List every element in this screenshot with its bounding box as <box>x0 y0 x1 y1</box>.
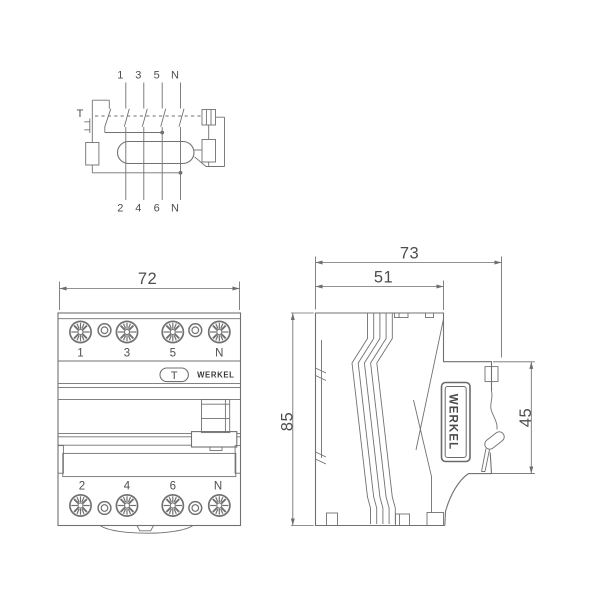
front-terminal-label-n-top: N <box>215 348 223 360</box>
rear-clip-tab <box>484 366 499 383</box>
dimension-value-45: 45 <box>517 408 535 427</box>
side-brand-label: WERKEL <box>447 394 459 450</box>
dimension-din-recess-45: 45 <box>487 361 535 475</box>
toggle-switch-recess <box>201 399 231 434</box>
front-test-button <box>159 367 189 383</box>
schematic-terminal-label-4: 4 <box>135 203 141 215</box>
dimension-depth-73: 73 <box>315 245 502 358</box>
junction-dot-neutral <box>178 170 183 175</box>
fixing-hole <box>188 323 203 338</box>
front-view: 72 1 3 5 N T WERKEL <box>57 270 242 534</box>
front-terminal-label-3: 3 <box>124 348 130 360</box>
dimension-value-72: 72 <box>138 270 157 288</box>
din-clip-lever <box>481 431 505 472</box>
dimension-height-85: 85 <box>279 312 314 526</box>
lower-recessed-panel <box>62 452 237 478</box>
schematic-terminal-label-n-bottom: N <box>171 203 179 215</box>
junction-dot-phase <box>160 130 165 135</box>
ct-toroid <box>116 140 195 165</box>
trip-unit <box>194 109 225 167</box>
front-body-outline <box>57 312 242 527</box>
dimension-value-73: 73 <box>400 245 419 263</box>
din-spring-curve <box>490 390 498 430</box>
front-terminal-label-5: 5 <box>170 348 176 360</box>
test-button-label: T <box>77 108 84 120</box>
din-clip-notch <box>136 525 154 532</box>
bottom-terminal-screws <box>68 493 231 518</box>
side-view: 73 51 85 45 <box>279 245 535 527</box>
terminal-screw <box>161 320 185 344</box>
front-body-section-lines <box>58 318 241 401</box>
push-button-symbol <box>84 118 91 133</box>
front-brand-label: WERKEL <box>197 371 234 380</box>
top-edge-tabs <box>394 313 434 319</box>
bottom-feet <box>326 512 444 526</box>
front-terminal-label-n-bottom: N <box>214 481 222 493</box>
case-rib-lines <box>351 313 396 524</box>
terminal-screw <box>68 320 93 344</box>
fixing-hole <box>188 500 203 516</box>
terminal-screw <box>115 320 139 344</box>
front-terminal-label-2: 2 <box>79 481 85 493</box>
front-face-steps <box>315 367 327 465</box>
schematic-terminal-label-n-top: N <box>171 70 179 82</box>
fixing-hole <box>97 500 112 516</box>
panel-side-tab-right <box>234 445 241 474</box>
fixing-hole <box>97 323 112 338</box>
front-terminal-label-6: 6 <box>170 481 176 493</box>
terminal-screw <box>207 493 231 518</box>
din-clip-arc <box>99 525 194 534</box>
panel-side-tab-left <box>57 445 64 474</box>
schematic-terminal-label-2: 2 <box>117 203 123 215</box>
dimension-value-51: 51 <box>374 269 393 287</box>
side-body-outline <box>314 312 493 527</box>
side-brand-badge: WERKEL <box>440 381 471 463</box>
front-terminal-label-1: 1 <box>77 348 83 360</box>
terminal-screw <box>68 493 93 518</box>
terminal-screw <box>115 493 139 518</box>
terminal-screw <box>207 320 231 344</box>
dimension-width-72: 72 <box>59 270 240 310</box>
mechanism-box <box>201 109 216 126</box>
front-terminal-label-4: 4 <box>124 481 131 493</box>
switch-handle <box>190 431 238 452</box>
schematic-terminal-label-3: 3 <box>135 70 141 82</box>
top-terminal-screws <box>68 320 231 344</box>
dimension-front-depth-51: 51 <box>315 269 444 310</box>
test-resistor <box>85 142 100 166</box>
terminal-screw <box>161 493 185 518</box>
side-bottom-rear-outline <box>444 452 493 526</box>
trip-coil <box>201 139 216 163</box>
schematic-terminal-label-5: 5 <box>154 70 160 82</box>
schematic-terminal-label-1: 1 <box>117 70 123 82</box>
front-test-button-label: T <box>171 370 178 382</box>
schematic-terminal-label-6: 6 <box>154 203 160 215</box>
test-button-branch: T <box>77 99 183 175</box>
case-seams <box>413 318 444 513</box>
schematic-view: 1 3 5 N 2 4 6 N T <box>77 70 225 215</box>
dimension-value-85: 85 <box>279 412 297 431</box>
